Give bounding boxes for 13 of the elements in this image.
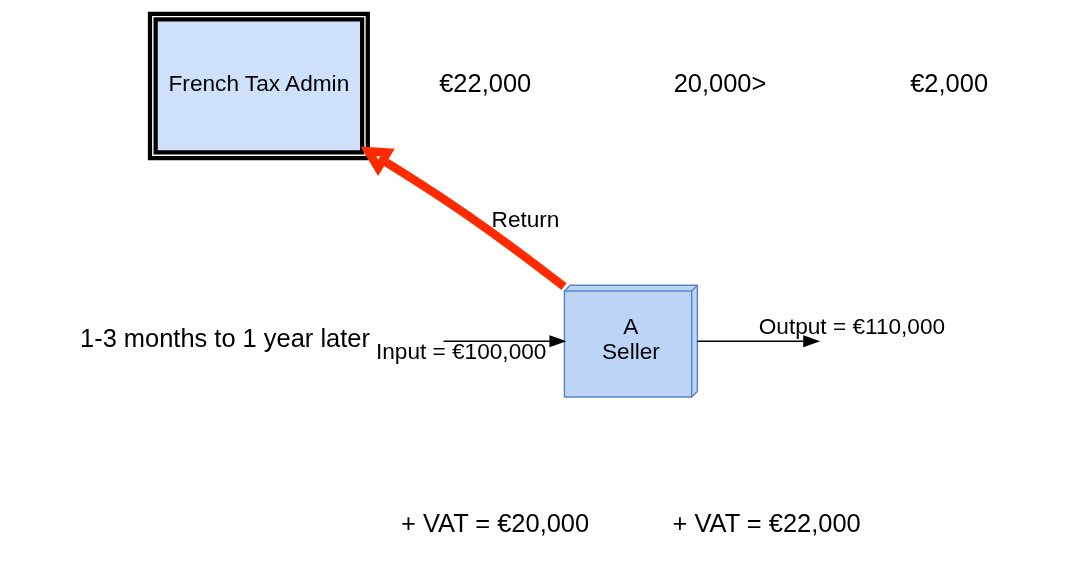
node-box: French Tax Admin bbox=[147, 11, 370, 161]
label: €22,000 bbox=[439, 69, 532, 98]
label: + VAT = €20,000 bbox=[401, 509, 590, 537]
edge-label: Output = €110,000 bbox=[758, 313, 946, 339]
arrow bbox=[360, 146, 567, 290]
label: €2,000 bbox=[910, 69, 989, 98]
edge-label: Input = €100,000 bbox=[375, 339, 547, 365]
label: 1-3 months to 1 year later bbox=[80, 324, 370, 353]
label: + VAT = €22,000 bbox=[672, 509, 861, 537]
edge-label: Return bbox=[491, 207, 560, 233]
arrow bbox=[442, 335, 567, 348]
label: 20,000> bbox=[673, 69, 767, 98]
arrow bbox=[696, 335, 821, 348]
